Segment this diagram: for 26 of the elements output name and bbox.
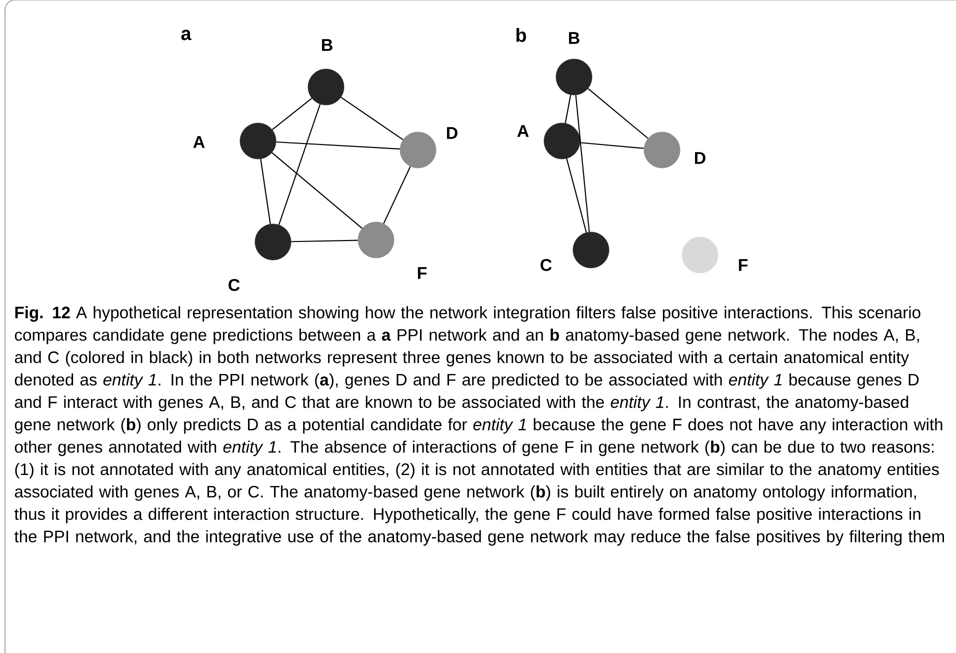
edge-line	[276, 141, 400, 150]
node-letter: D	[695, 152, 706, 164]
edge-line	[575, 95, 590, 232]
edge-line	[566, 158, 587, 233]
node-letter: B	[569, 32, 580, 44]
node-letter: C	[540, 258, 552, 272]
edge-line	[272, 152, 362, 229]
node-letter: A	[517, 125, 529, 137]
node-letter: C	[228, 278, 240, 291]
node-letter: A	[193, 136, 205, 148]
edge-line	[564, 94, 572, 124]
edge-line	[580, 142, 644, 149]
node-letter: D	[447, 127, 458, 139]
edge-line	[260, 158, 271, 224]
edge-line	[383, 166, 411, 224]
edge-line	[291, 240, 358, 242]
panel-label: b	[516, 28, 526, 42]
edge-line	[278, 104, 321, 225]
panel-label: a	[181, 30, 192, 40]
node-letter: B	[322, 39, 332, 51]
edge-line	[588, 88, 648, 139]
edge-line	[272, 98, 312, 130]
node-letter: F	[738, 259, 748, 271]
edge-line	[340, 96, 404, 140]
node-letter: F	[418, 267, 427, 279]
figure-caption: Fig. 12 A hypothetical representation showing how the network integration filters false positive interactions. This scenario compares candidate gene predictions between a a PPI network and an b anatomy-based gene network. The nodes A, B, and C (colored in black) in both networks represent three genes known to be associated with a certain anatomical entity denoted as entity 1. In the PPI network (a), genes D and F are predicted to be associated with entity 1 because genes D and F interact with genes A, B, and C that are known to be associated with the entity 1. In contrast, the anatomy-based gene network (b) only predicts D as a potential candidate for entity 1 because the gene F does not have any interaction with other genes annotated with entity 1. The absence of interactions of gene F in gene network (b) can be due to two reasons: (1) it is not annotated with any anatomical entities, (2) it is not annotated with entities that are similar to the anatomy entities associated with genes A, B, or C. The anatomy-based gene network (b) is built entirely on anatomy ontology information, thus it provides a different interaction structure. Hypothetically, the gene F could have formed false positive interactions in the PPI network, and the integrative use of the anatomy-based gene network may reduce the false positives by filtering them	[14, 306, 944, 546]
